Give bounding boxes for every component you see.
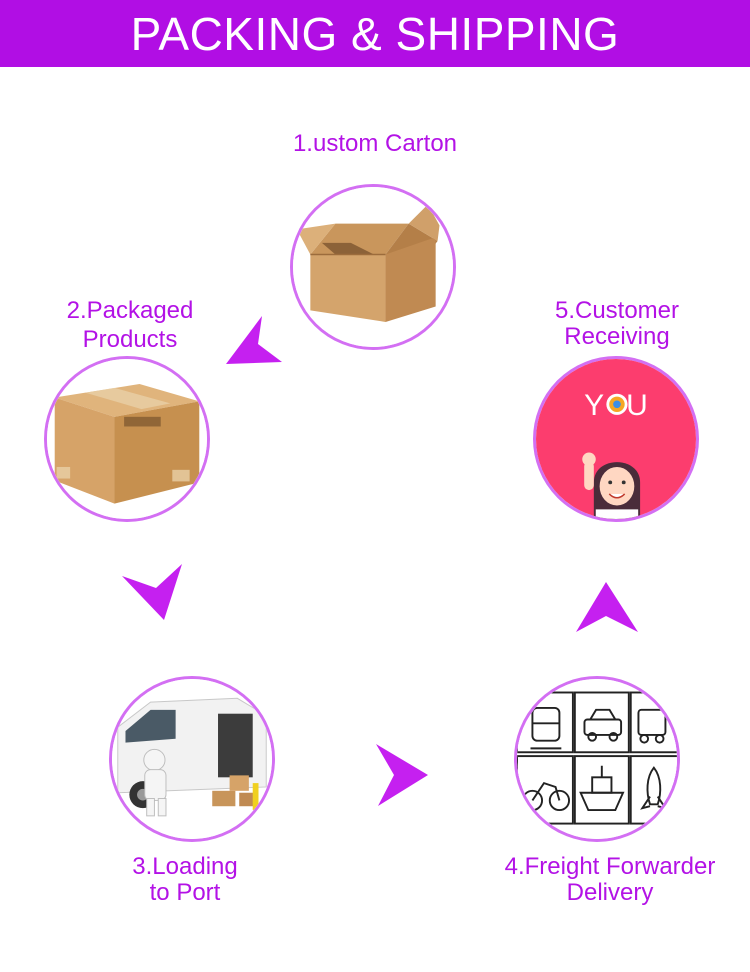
step-1-image	[290, 184, 456, 350]
step-4-line-1: 4.Freight Forwarder	[504, 853, 716, 880]
customer-text-left: Y	[584, 389, 605, 422]
sealed-box-icon	[47, 359, 207, 519]
step-1-label: 1.ustom Carton	[265, 131, 485, 157]
taxi-icon	[583, 708, 623, 742]
transport-grid-icon	[517, 679, 677, 839]
header-banner: PACKING & SHIPPING	[0, 0, 750, 67]
arrow-to-step-3	[122, 564, 182, 620]
step-5-line-1: 5.Customer	[554, 297, 680, 324]
customer-text-right: U	[626, 389, 648, 422]
step-3-label: 3.Loading to Port	[95, 854, 275, 906]
waving-girl-icon	[536, 359, 696, 519]
step-4-line-2: Delivery	[566, 879, 654, 906]
truck-icon	[637, 708, 667, 744]
step-2-line-1: 2.Packaged	[66, 297, 194, 324]
arrow-to-step-4	[376, 744, 428, 806]
step-3-image	[109, 676, 275, 842]
page-title: PACKING & SHIPPING	[130, 7, 620, 60]
step-1-line-1: 1.ustom Carton	[292, 130, 458, 157]
step-4-label: 4.Freight Forwarder Delivery	[490, 854, 730, 906]
arrow-to-step-5	[576, 582, 638, 632]
train-icon	[530, 706, 562, 750]
step-2-image	[44, 356, 210, 522]
delivery-van-icon	[112, 679, 272, 839]
step-4-image	[514, 676, 680, 842]
step-2-line-2: Products	[82, 326, 178, 353]
ship-icon	[579, 765, 625, 812]
step-3-line-1: 3.Loading	[132, 853, 238, 880]
step-5-label: 5.Customer Receiving	[527, 298, 707, 350]
step-5-line-2: Receiving	[564, 323, 670, 350]
arrow-to-step-2	[226, 316, 282, 364]
open-carton-icon	[293, 187, 453, 347]
step-3-line-2: to Port	[149, 879, 221, 906]
step-2-label: 2.Packaged Products	[40, 298, 220, 353]
